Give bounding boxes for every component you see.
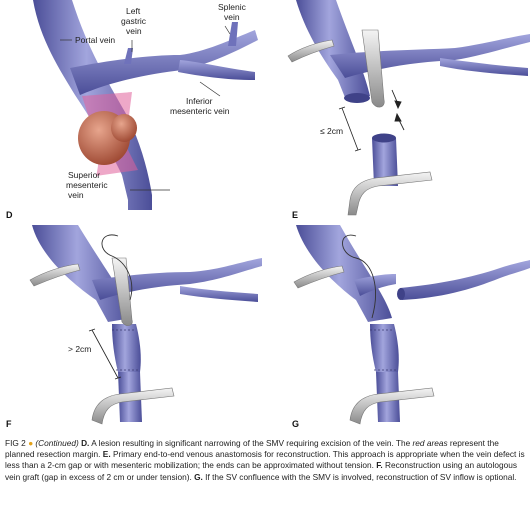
panel-label-d: D xyxy=(6,210,13,220)
panel-d: Portal vein Left gastric vein Splenic ve… xyxy=(6,0,258,220)
e-lower-cut-end xyxy=(372,133,396,143)
g-vein-graft xyxy=(370,324,399,372)
panel-d-leaders xyxy=(60,25,231,191)
g-splenic-distal xyxy=(400,260,530,300)
f-suture xyxy=(101,234,133,301)
label-inferior-1: Inferior xyxy=(186,96,213,106)
splenic-vein xyxy=(70,30,258,95)
tumor-lobe xyxy=(111,114,137,142)
f-upper-clamp xyxy=(29,263,81,287)
panel-label-f: F xyxy=(6,419,12,429)
caption-e-label: E. xyxy=(102,449,111,460)
caption-e-text: Primary end-to-end venous anastomosis fo… xyxy=(5,449,525,471)
label-left-gastric-1: Left xyxy=(126,6,141,16)
panel-g: G xyxy=(292,225,530,429)
label-splenic-1: Splenic xyxy=(218,2,247,12)
panel-label-g: G xyxy=(292,419,299,429)
f-imv xyxy=(180,286,258,302)
caption-d-text-2: represent the planned resection margin. xyxy=(5,438,499,460)
label-portal-vein: Portal vein xyxy=(75,35,115,45)
panel-f: > 2cm F xyxy=(6,225,262,429)
f-splenic-vein xyxy=(92,258,262,300)
f-anastomosis-sutures xyxy=(112,329,140,371)
g-suture xyxy=(342,234,376,319)
caption-d-label: D. xyxy=(81,438,90,448)
caption-f-text: Reconstruction using an autologous vein … xyxy=(5,460,517,482)
caption-f-label: F. xyxy=(376,460,383,471)
e-gap-bracket xyxy=(338,106,362,152)
panel-label-e: E xyxy=(292,210,298,220)
e-lower-clamp xyxy=(347,171,433,216)
g-splenic-cut-end xyxy=(397,288,405,300)
f-vein-graft xyxy=(112,324,141,372)
figure-caption: FIG 2 ● (Continued) D. A lesion resultin… xyxy=(5,438,525,483)
e-upper-cut-end xyxy=(344,93,370,103)
e-lower-stump xyxy=(372,138,398,186)
caption-g-label: G. xyxy=(194,471,203,482)
e-upper-clamp-jaw xyxy=(361,29,385,108)
label-superior-2: mesenteric xyxy=(66,180,108,190)
f-lower-clamp xyxy=(91,387,175,425)
splenic-branch xyxy=(228,22,238,46)
figure-illustration: Portal vein Left gastric vein Splenic ve… xyxy=(6,0,530,429)
label-splenic-2: vein xyxy=(224,12,240,22)
label-inferior-2: mesenteric vein xyxy=(170,106,230,116)
e-imv xyxy=(440,58,528,76)
f-gap-bracket xyxy=(88,328,122,380)
label-left-gastric-2: gastric xyxy=(121,16,147,26)
g-anastomosis-sutures xyxy=(370,329,398,371)
label-superior-3: vein xyxy=(68,190,84,200)
g-upper-clamp xyxy=(293,265,345,289)
inferior-mesenteric-vein xyxy=(178,60,255,80)
left-gastric-vein xyxy=(124,48,133,64)
panel-e: ≤ 2cm E xyxy=(287,0,530,220)
caption-d-italic: red areas xyxy=(412,438,448,448)
e-approx-arrows xyxy=(391,89,405,131)
f-gap-label: > 2cm xyxy=(68,344,91,354)
caption-bullet: ● xyxy=(28,438,34,448)
e-gap-label: ≤ 2cm xyxy=(320,126,343,136)
caption-fig-number: FIG 2 xyxy=(5,438,26,448)
label-superior-1: Superior xyxy=(68,170,100,180)
e-upper-clamp xyxy=(287,39,335,63)
g-portal-segment xyxy=(296,225,392,322)
caption-d-text-1: A lesion resulting in significant narrow… xyxy=(91,438,411,448)
caption-continued: (Continued) xyxy=(35,438,79,448)
f-upper-clamp-jaw xyxy=(111,257,133,326)
g-lower-clamp xyxy=(349,387,435,425)
caption-g-text: If the SV confluence with the SMV is inv… xyxy=(205,471,517,482)
label-left-gastric-3: vein xyxy=(126,26,142,36)
